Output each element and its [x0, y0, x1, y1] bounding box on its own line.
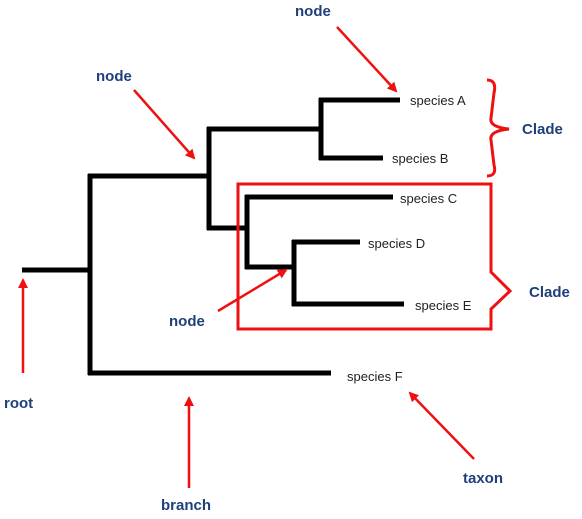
node-label-top: node — [295, 3, 331, 20]
clade-label-boxed: Clade — [529, 284, 570, 301]
clade-markers — [236, 78, 513, 331]
arrow-taxon — [408, 391, 475, 460]
clade-bracket — [486, 78, 510, 178]
callout-labels: node node node Clade Clade root branch t… — [4, 3, 570, 514]
annotation-arrows — [18, 26, 475, 488]
taxon-label-f: species F — [347, 369, 403, 384]
arrow-node-top — [336, 26, 398, 93]
taxon-label-a: species A — [410, 93, 466, 108]
arrow-node-left — [133, 89, 196, 160]
node-label-inner: node — [169, 313, 205, 330]
branch-label: branch — [161, 497, 211, 514]
tree-branches — [22, 97, 404, 376]
taxon-label-e: species E — [415, 298, 472, 313]
taxon-label: taxon — [463, 470, 503, 487]
arrow-node-inner — [217, 268, 288, 313]
taxon-label-b: species B — [392, 151, 448, 166]
clade-label-top: Clade — [522, 121, 563, 138]
clade-box — [236, 182, 513, 331]
node-label-left: node — [96, 68, 132, 85]
taxon-label-d: species D — [368, 236, 425, 251]
taxon-label-c: species C — [400, 191, 457, 206]
root-label: root — [4, 395, 33, 412]
taxon-labels: species A species B species C species D … — [347, 93, 472, 384]
